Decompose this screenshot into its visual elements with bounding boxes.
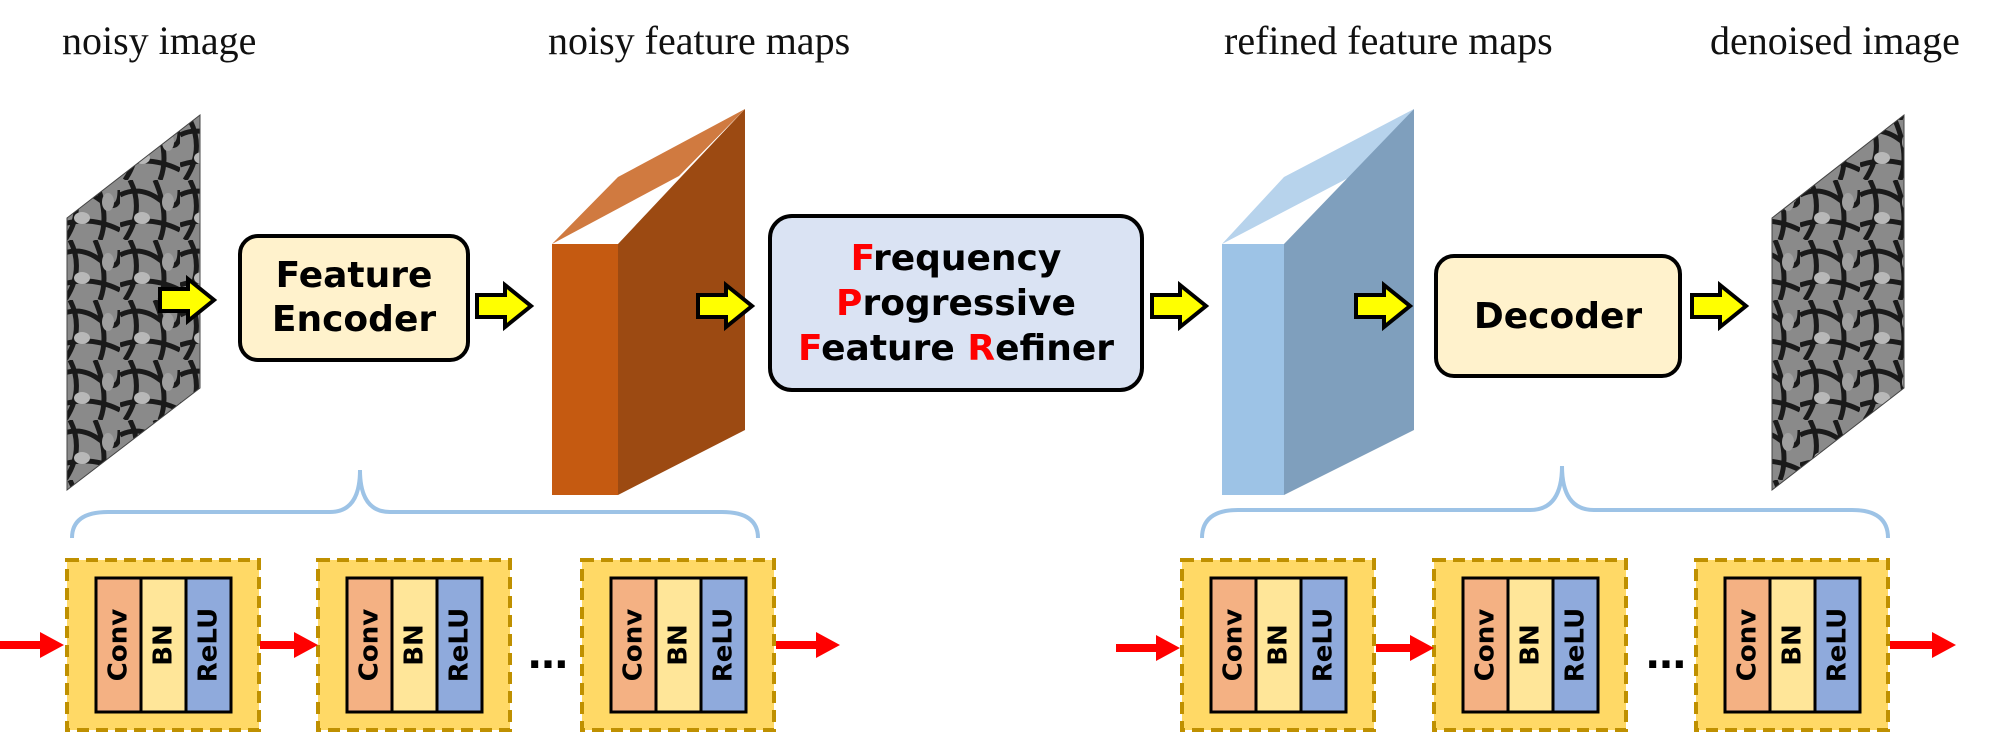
refiner-line2-rest: rogressive bbox=[862, 283, 1076, 324]
unit-4: Conv BN ReLU bbox=[1180, 558, 1376, 732]
conv-layer bbox=[609, 576, 658, 714]
label-denoised-image: denoised image bbox=[1710, 18, 1960, 63]
arrow-features-to-refiner bbox=[696, 280, 756, 332]
relu-layer-label: ReLU bbox=[1823, 608, 1853, 682]
flow-arrows bbox=[158, 274, 1750, 332]
refiner-line3-rest-b: efiner bbox=[995, 328, 1114, 369]
label-noisy-feature-maps: noisy feature maps bbox=[548, 18, 850, 63]
conv-layer-label: Conv bbox=[1219, 609, 1249, 681]
bn-layer-label: BN bbox=[664, 624, 694, 666]
refiner-label-line2: Progressive bbox=[836, 283, 1076, 324]
relu-layer bbox=[699, 576, 748, 714]
refiner-line3-initial-b: R bbox=[967, 328, 995, 369]
bn-layer-label: BN bbox=[1516, 624, 1546, 666]
noisy-feature-maps-block bbox=[552, 109, 745, 495]
noisy-feature-front-face bbox=[552, 244, 618, 495]
red-arrow-in-decoder bbox=[1116, 635, 1180, 661]
refined-feature-side-face bbox=[1284, 109, 1414, 495]
encoder-brace bbox=[70, 469, 760, 539]
refined-feature-maps-block bbox=[1222, 109, 1414, 495]
refined-feature-front-face bbox=[1222, 244, 1284, 495]
conv-layer-label: Conv bbox=[355, 609, 385, 681]
relu-layer-label: ReLU bbox=[709, 608, 739, 682]
red-arrow-out-decoder bbox=[1890, 632, 1956, 658]
denoised-image-thumbnail bbox=[1771, 113, 1905, 492]
bn-layer-label: BN bbox=[400, 624, 430, 666]
decoder-box: Decoder bbox=[1434, 254, 1682, 378]
layer-flow-arrows bbox=[0, 632, 1956, 661]
red-arrow-1-2 bbox=[260, 632, 318, 658]
decoder-label: Decoder bbox=[1474, 296, 1643, 337]
bn-layer bbox=[654, 576, 703, 714]
bn-layer-label: BN bbox=[1264, 624, 1294, 666]
relu-layer bbox=[1813, 576, 1862, 714]
refiner-line3-initial-a: F bbox=[798, 328, 821, 369]
noisy-image-thumbnail bbox=[66, 113, 201, 492]
red-arrow-4-5 bbox=[1376, 635, 1434, 661]
conv-layer-label: Conv bbox=[1733, 609, 1763, 681]
encoder-label-line1: Feature bbox=[276, 255, 433, 296]
noisy-feature-side-face bbox=[618, 109, 745, 495]
red-arrow-in-encoder bbox=[0, 632, 64, 658]
noisy-feature-top-face bbox=[552, 109, 745, 244]
refiner-line1-rest: requency bbox=[873, 238, 1061, 279]
refined-feature-top-face bbox=[1222, 109, 1414, 244]
unit-6: Conv BN ReLU bbox=[1694, 558, 1890, 732]
conv-layer-label: Conv bbox=[1471, 609, 1501, 681]
decoder-brace bbox=[1200, 465, 1890, 539]
relu-layer bbox=[184, 576, 233, 714]
decoder-ellipsis: … bbox=[1646, 632, 1686, 678]
feature-encoder-box: Feature Encoder bbox=[238, 234, 470, 362]
arrow-decoder-to-output bbox=[1690, 280, 1750, 332]
refiner-line3-rest-a: eature bbox=[821, 328, 967, 369]
refiner-label-line1: Frequency bbox=[851, 238, 1062, 279]
conv-layer bbox=[94, 576, 143, 714]
arrow-encoder-to-features bbox=[475, 280, 535, 332]
conv-bn-relu-units: Conv BN ReLU Conv BN ReLU Conv BN ReLU Conv BN ReLU… bbox=[65, 558, 1890, 732]
refiner-line1-initial: F bbox=[851, 238, 873, 279]
arrow-refiner-to-refined bbox=[1150, 280, 1210, 332]
unit-2: Conv BN ReLU bbox=[316, 558, 512, 732]
bn-layer bbox=[1768, 576, 1817, 714]
conv-layer-label: Conv bbox=[619, 609, 649, 681]
unit-3: Conv BN ReLU bbox=[580, 558, 776, 732]
frequency-progressive-feature-refiner-box: Frequency Progressive Feature Refiner bbox=[768, 214, 1144, 392]
label-noisy-image: noisy image bbox=[62, 18, 256, 63]
conv-layer bbox=[1461, 576, 1510, 714]
label-refined-feature-maps: refined feature maps bbox=[1224, 18, 1553, 63]
encoder-ellipsis: … bbox=[528, 632, 568, 678]
unit-1: Conv BN ReLU bbox=[65, 558, 261, 732]
relu-layer-label: ReLU bbox=[194, 608, 224, 682]
relu-layer bbox=[1299, 576, 1348, 714]
bn-layer-label: BN bbox=[1778, 624, 1808, 666]
conv-layer bbox=[345, 576, 394, 714]
bn-layer bbox=[1506, 576, 1555, 714]
refiner-line2-initial: P bbox=[836, 283, 862, 324]
relu-layer bbox=[1551, 576, 1600, 714]
bn-layer bbox=[139, 576, 188, 714]
bn-layer-label: BN bbox=[149, 624, 179, 666]
red-arrow-out-encoder bbox=[776, 632, 840, 658]
arrow-refined-to-decoder bbox=[1354, 280, 1414, 332]
encoder-label-line2: Encoder bbox=[272, 299, 436, 340]
unit-5: Conv BN ReLU bbox=[1432, 558, 1628, 732]
conv-layer-label: Conv bbox=[104, 609, 134, 681]
relu-layer-label: ReLU bbox=[1561, 608, 1591, 682]
relu-layer-label: ReLU bbox=[445, 608, 475, 682]
relu-layer-label: ReLU bbox=[1309, 608, 1339, 682]
relu-layer bbox=[435, 576, 484, 714]
arrow-image-to-encoder bbox=[158, 274, 218, 326]
bn-layer bbox=[1254, 576, 1303, 714]
refiner-label-line3: Feature Refiner bbox=[798, 328, 1114, 369]
